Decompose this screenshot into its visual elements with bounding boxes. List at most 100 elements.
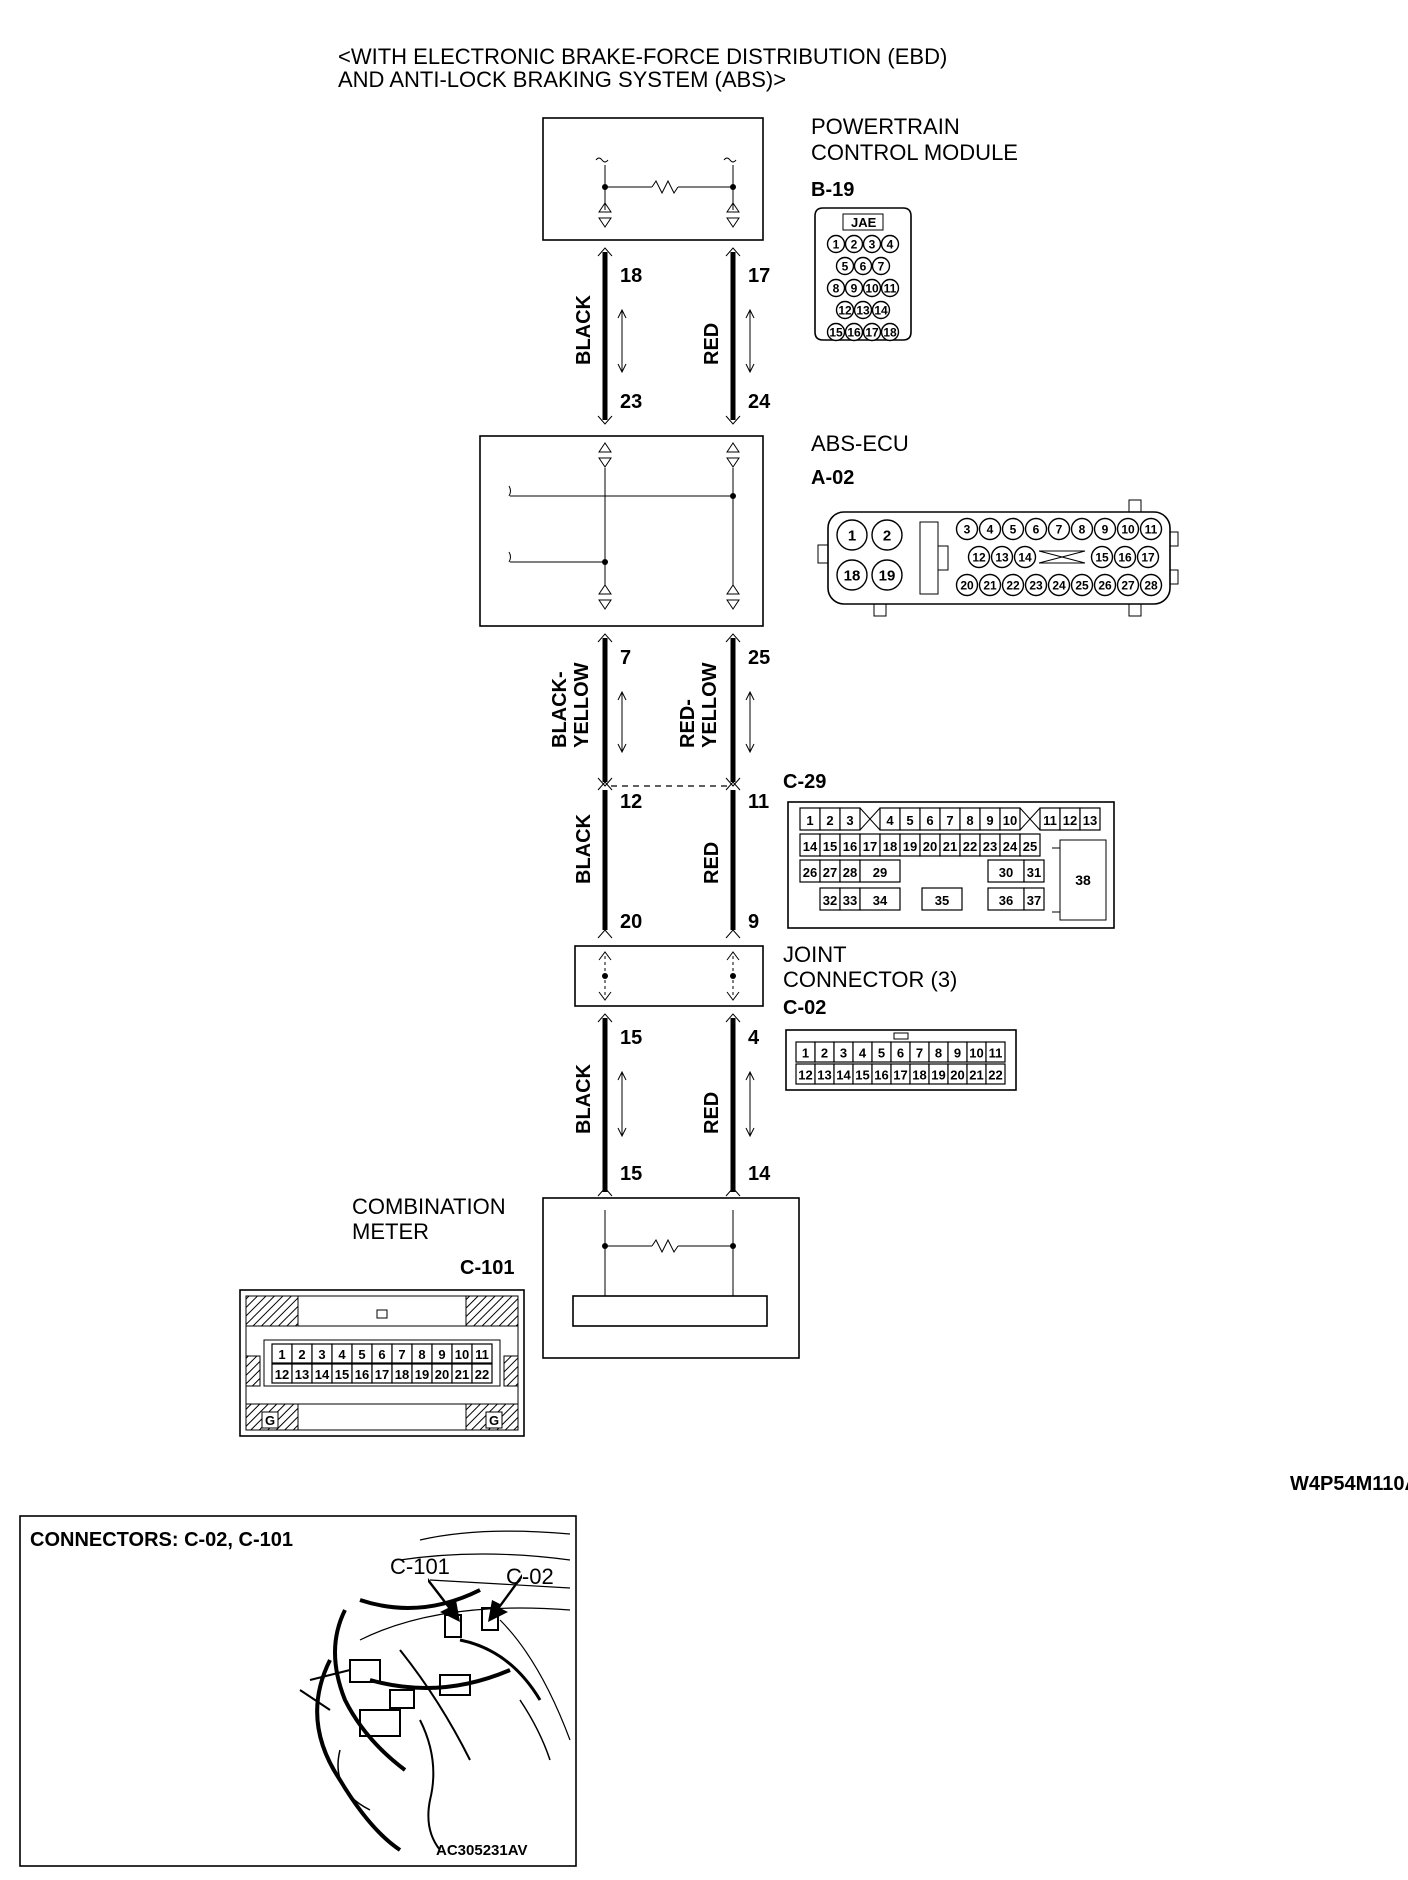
pin-socket	[844, 322, 864, 342]
c29-junction: 12 11	[597, 781, 769, 813]
arrow-c101	[428, 1578, 460, 1622]
pin-number: 18	[883, 839, 897, 854]
pin-socket	[990, 545, 1014, 569]
pin-number: 25	[1075, 579, 1089, 593]
joint-connector-id: C-02	[783, 997, 826, 1019]
connector-location-inset: CONNECTORS: C-02, C-101 C-101	[19, 1515, 577, 1867]
pin-number: 18	[912, 1068, 926, 1083]
pin-number: 13	[295, 1367, 309, 1382]
pin-number: 3	[318, 1347, 325, 1362]
pin-cell	[985, 1041, 1006, 1063]
abs-ecu-box	[479, 435, 764, 627]
pin-number: 2	[883, 528, 891, 545]
pin-socket	[967, 545, 991, 569]
pin-number: 30	[999, 865, 1013, 880]
pin-socket	[1001, 517, 1025, 541]
pin-socket	[826, 234, 846, 254]
pin-joint-15: 15	[620, 1027, 642, 1049]
seg1-left-wire-color: BLACK	[573, 294, 595, 365]
pcm-name-line-2: CONTROL MODULE	[811, 140, 1018, 165]
pin-number: 8	[1079, 523, 1086, 537]
pin-number: 34	[873, 893, 888, 908]
pin-socket	[826, 278, 846, 298]
c101-ground-left: G	[265, 1413, 275, 1428]
pin-number: 1	[802, 1046, 809, 1061]
pin-number: 2	[826, 813, 833, 828]
pin-number: 14	[836, 1068, 851, 1083]
pin-number: 28	[1144, 579, 1158, 593]
pin-number: 14	[874, 304, 888, 318]
pin-cell	[1079, 807, 1101, 831]
pin-socket	[1090, 545, 1114, 569]
pin-c29-12: 12	[620, 791, 642, 813]
figure-code: W4P54M110A	[1290, 1473, 1408, 1495]
pin-number: 7	[878, 260, 885, 274]
pin-socket	[853, 256, 873, 276]
pin-number: 9	[986, 813, 993, 828]
pin-cell	[859, 887, 901, 911]
joint-name-line-2: CONNECTOR (3)	[783, 967, 957, 992]
pin-number: 5	[842, 260, 849, 274]
pin-cell	[1019, 833, 1041, 857]
pin-abs-25: 25	[748, 647, 770, 669]
pcm-box	[542, 117, 764, 241]
pin-number: 22	[1006, 579, 1020, 593]
pin-cell	[471, 1363, 493, 1384]
pin-number: 20	[923, 839, 937, 854]
pin-socket	[1136, 545, 1160, 569]
joint-connector-box	[574, 945, 764, 1007]
pin-number: 13	[817, 1068, 831, 1083]
pin-socket	[1070, 573, 1094, 597]
pin-number: 8	[833, 282, 840, 296]
pin-number: 37	[1027, 893, 1041, 908]
pin-cell	[839, 807, 861, 831]
pin-number: 15	[823, 839, 837, 854]
pin-number: 6	[897, 1046, 904, 1061]
pin-socket	[880, 234, 900, 254]
pin-socket	[955, 573, 979, 597]
cavity-blocked	[1019, 807, 1041, 831]
pin-joint-20: 20	[620, 911, 642, 933]
pin-number: 9	[954, 1046, 961, 1061]
pin-socket	[1139, 573, 1163, 597]
pin-number: 11	[475, 1347, 489, 1362]
pin-number: 12	[972, 551, 986, 565]
pin-number: 36	[999, 893, 1013, 908]
pin-number: 15	[855, 1068, 869, 1083]
pin-number: 10	[969, 1046, 983, 1061]
pin-cell	[921, 887, 963, 911]
pin-cell	[471, 1343, 493, 1364]
pin-meter-15: 15	[620, 1163, 642, 1185]
inset-title: CONNECTORS: C-02, C-101	[30, 1529, 293, 1551]
pin-meter-14: 14	[748, 1163, 771, 1185]
pin-number: 33	[843, 893, 857, 908]
c101-ground-right: G	[489, 1413, 499, 1428]
pin-number: 20	[435, 1367, 449, 1382]
pin-number: 17	[863, 839, 877, 854]
pin-number: 11	[989, 1046, 1003, 1061]
pin-number: 14	[803, 839, 818, 854]
pin-socket	[978, 517, 1002, 541]
pin-number: 13	[1083, 813, 1097, 828]
meter-connector-id: C-101	[460, 1257, 514, 1279]
pin-number: 2	[821, 1046, 828, 1061]
pin-number: 1	[278, 1347, 285, 1362]
pin-socket	[1116, 573, 1140, 597]
pin-number: 19	[931, 1068, 945, 1083]
meter-name-line-1: COMBINATION	[352, 1194, 506, 1219]
pin-socket	[1093, 573, 1117, 597]
pin-number: 26	[803, 865, 817, 880]
pin-number: 5	[906, 813, 913, 828]
pin-socket	[1139, 517, 1163, 541]
pin-number: 18	[844, 568, 861, 585]
pin-number: 21	[969, 1068, 983, 1083]
seg3-right-wire-color: RED	[701, 842, 723, 884]
pin-number: 22	[475, 1367, 489, 1382]
c29-connector-id: C-29	[783, 771, 826, 793]
pin-number: 12	[838, 304, 852, 318]
pin-pcm-17: 17	[748, 265, 770, 287]
pin-socket	[880, 278, 900, 298]
